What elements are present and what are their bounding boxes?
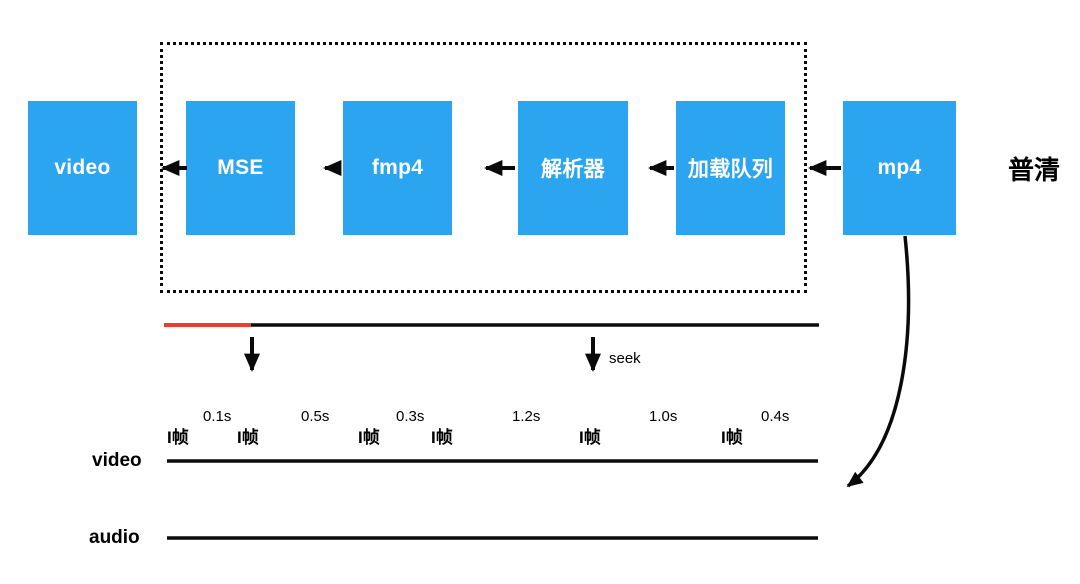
gap-duration-label-5: 1.0s	[649, 408, 678, 425]
gap-duration-label-3: 0.3s	[396, 408, 425, 425]
node-mp4: mp4	[843, 101, 956, 235]
iframe-marker-2: I帧	[237, 428, 259, 447]
node-parser-label: 解析器	[541, 158, 605, 181]
video-track-label: video	[92, 450, 142, 471]
gap-duration-label-6: 0.4s	[761, 408, 790, 425]
iframe-marker-5: I帧	[579, 428, 601, 447]
node-video: video	[28, 101, 137, 235]
iframe-marker-1: I帧	[167, 428, 189, 447]
quality-label: 普清	[1008, 155, 1061, 185]
gap-duration-label-4: 1.2s	[512, 408, 541, 425]
node-load-queue: 加载队列	[676, 101, 785, 235]
gap-duration-label-1: 0.1s	[203, 408, 232, 425]
mp4-to-audio-curved-arrow	[846, 235, 911, 488]
audio-track-label: audio	[89, 527, 140, 548]
node-load-queue-label: 加载队列	[687, 158, 774, 181]
node-mse: MSE	[186, 101, 295, 235]
node-mse-label: MSE	[217, 156, 264, 179]
node-fmp4: fmp4	[343, 101, 452, 235]
seek-label: seek	[609, 350, 641, 367]
iframe-marker-4: I帧	[431, 428, 453, 447]
node-fmp4-label: fmp4	[371, 156, 424, 179]
node-mp4-label: mp4	[877, 156, 922, 179]
node-parser: 解析器	[518, 101, 628, 235]
node-video-label: video	[54, 156, 111, 179]
gap-duration-label-2: 0.5s	[301, 408, 330, 425]
iframe-marker-3: I帧	[358, 428, 380, 447]
iframe-marker-6: I帧	[721, 428, 743, 447]
